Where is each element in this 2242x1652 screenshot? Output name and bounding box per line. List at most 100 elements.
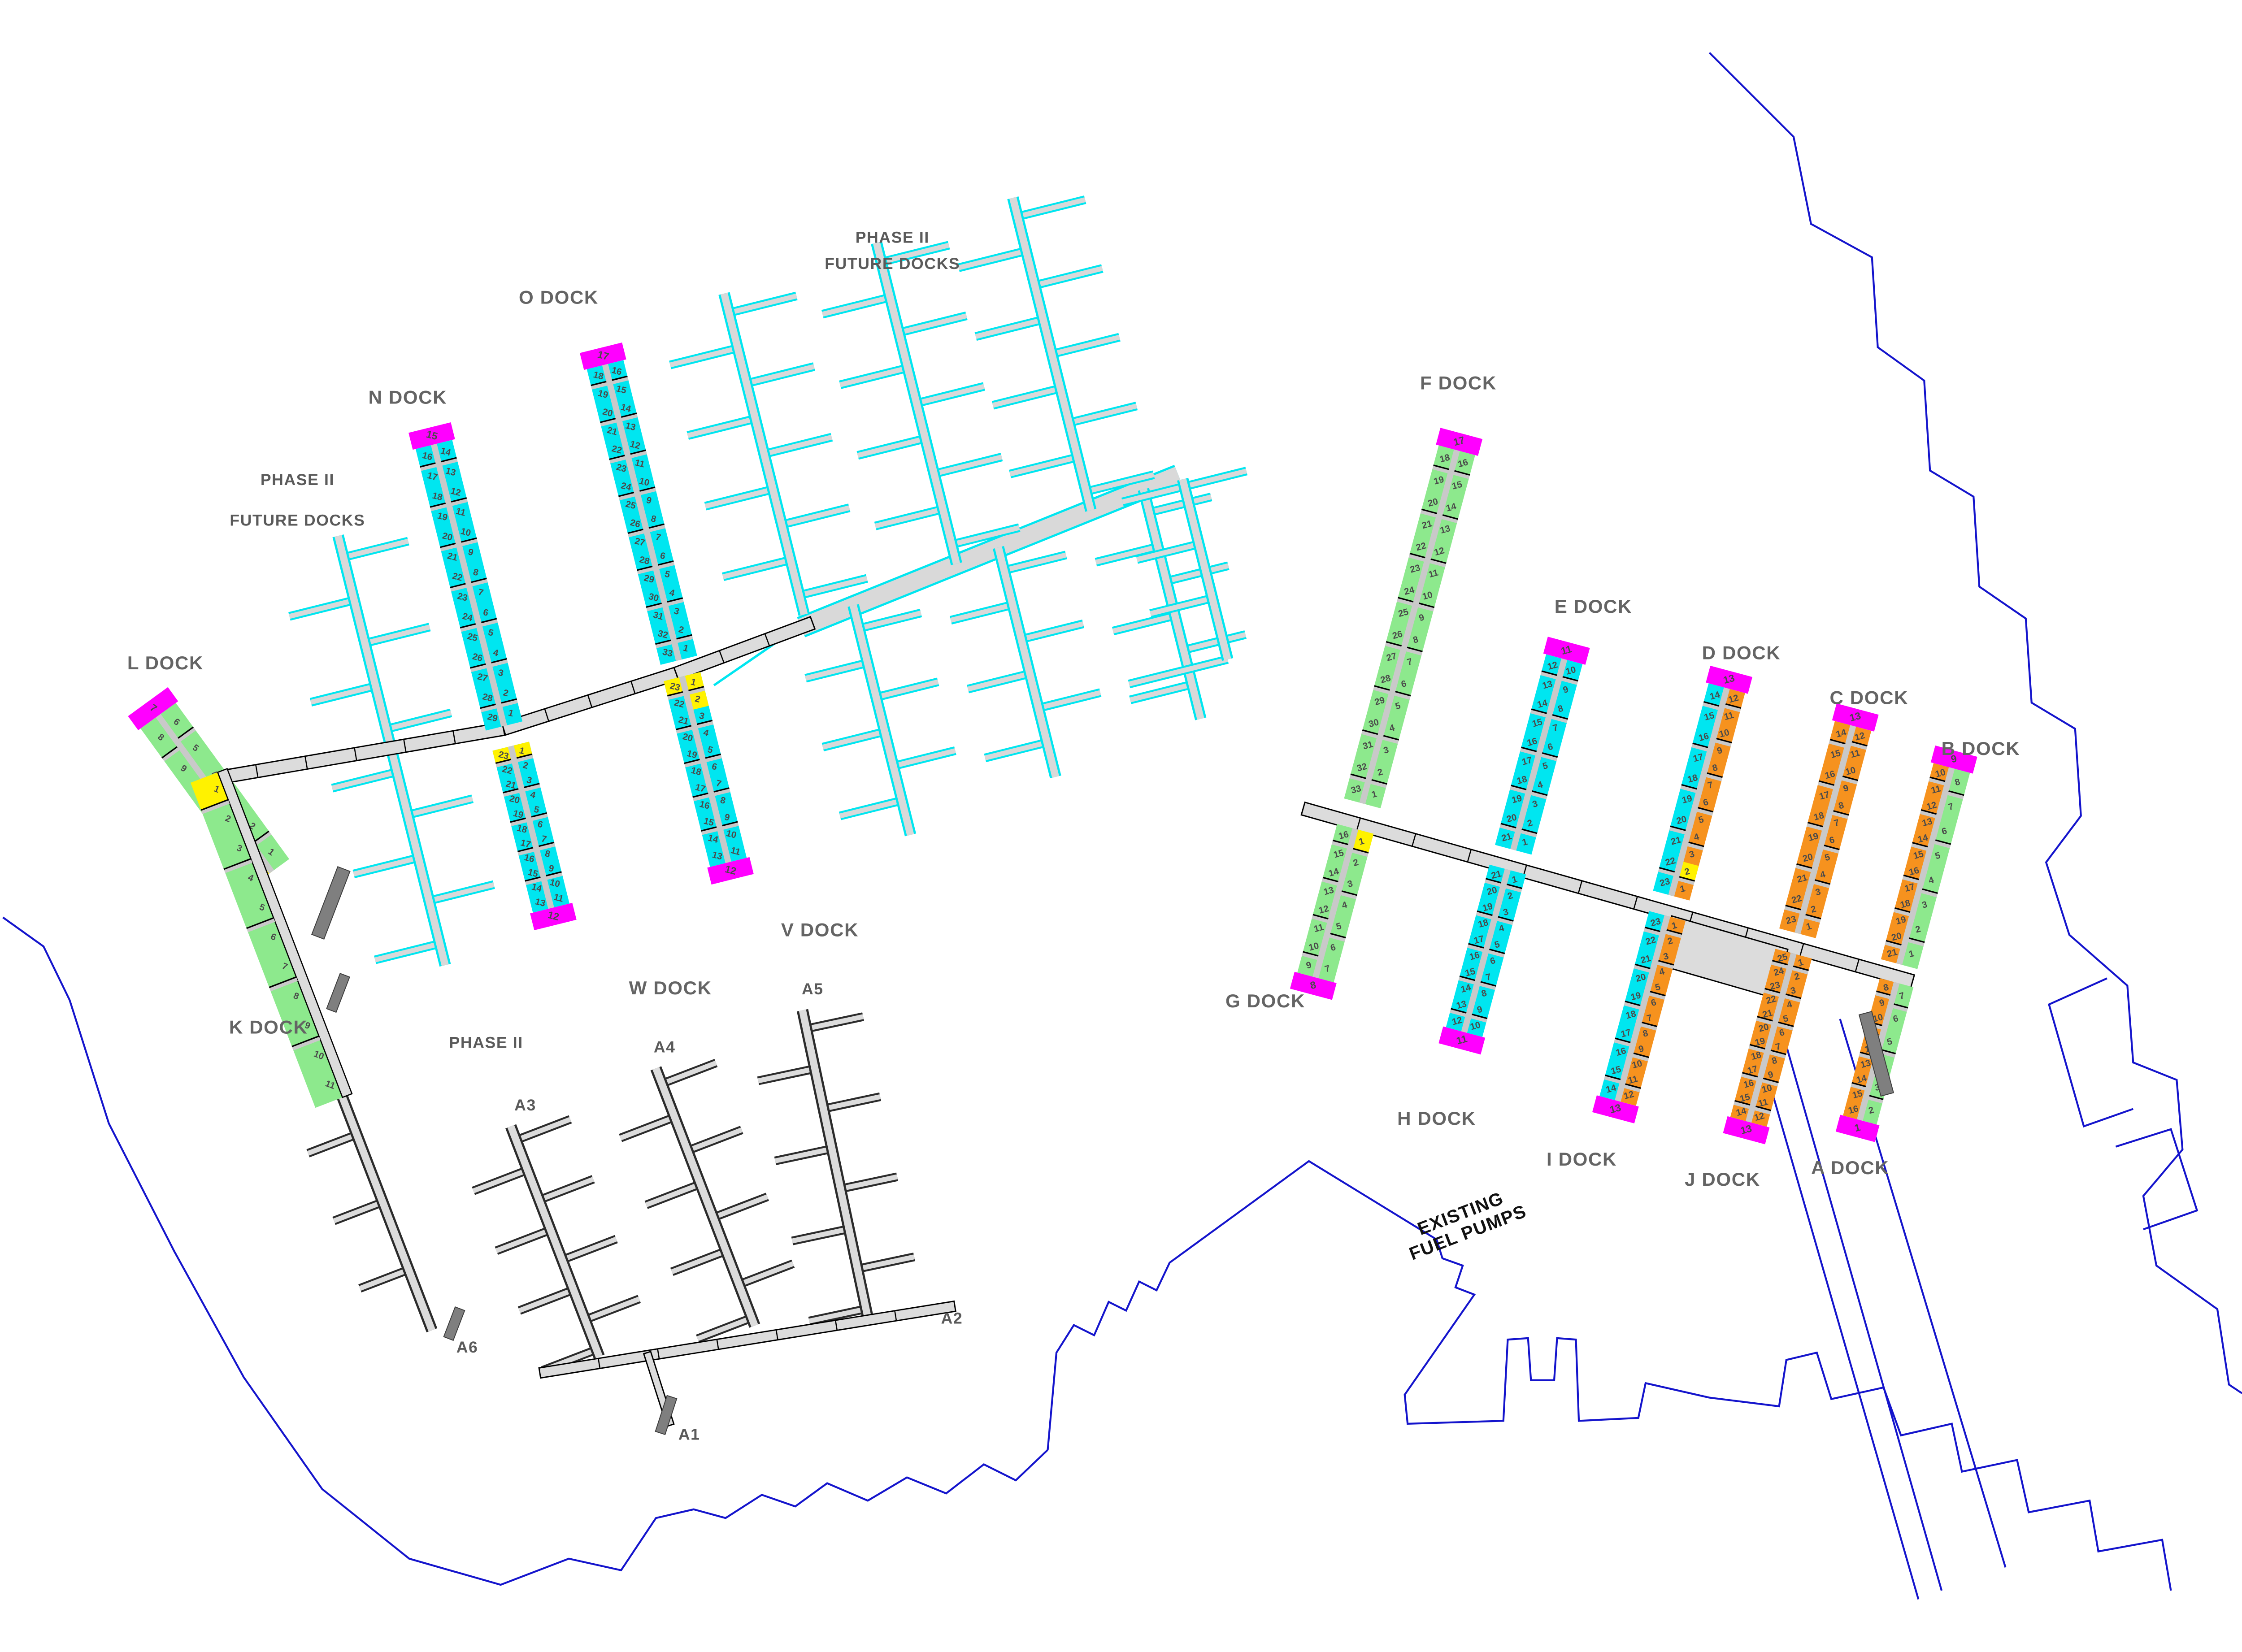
finger-divider bbox=[1935, 839, 1951, 845]
finger-pier bbox=[307, 1132, 358, 1156]
finger-divider bbox=[1497, 917, 1514, 925]
end-tie-slip[interactable] bbox=[1706, 665, 1753, 694]
label-v-dock: V DOCK bbox=[781, 919, 859, 940]
end-tie-slip[interactable] bbox=[1438, 1026, 1486, 1055]
dock-spine[interactable] bbox=[1745, 953, 1797, 1123]
finger-divider bbox=[627, 529, 643, 534]
dock-spine[interactable] bbox=[508, 745, 554, 909]
slip-number: 6 bbox=[1330, 942, 1337, 953]
finger-pier bbox=[916, 384, 985, 406]
walkway-2[interactable] bbox=[538, 1300, 956, 1379]
future-comb-4 bbox=[804, 604, 956, 837]
finger-pier bbox=[806, 1014, 864, 1032]
end-tie-slip[interactable] bbox=[1592, 1095, 1639, 1123]
dock-spine[interactable] bbox=[1359, 449, 1460, 804]
slip-number: 7 bbox=[1707, 780, 1714, 791]
dock-spine[interactable] bbox=[1615, 915, 1671, 1102]
slip-number: 5 bbox=[533, 805, 540, 815]
end-tie-slip[interactable] bbox=[1930, 745, 1977, 774]
finger-divider bbox=[1459, 975, 1475, 981]
slip-number: 19 bbox=[686, 749, 698, 761]
finger-divider bbox=[676, 726, 692, 734]
dock-f[interactable]: 1819202122232425262728293031323316151413… bbox=[1344, 428, 1483, 808]
slip-area-starboard[interactable] bbox=[682, 672, 747, 863]
end-tie-slip[interactable] bbox=[1290, 971, 1337, 1000]
highlighted-slip[interactable] bbox=[191, 772, 229, 812]
slip-area-starboard[interactable] bbox=[605, 360, 697, 660]
end-tie-slip[interactable] bbox=[1835, 1114, 1880, 1142]
dock-n[interactable]: 1617181920212223242526272829141312111098… bbox=[408, 422, 523, 731]
end-tie-slip[interactable] bbox=[580, 342, 626, 370]
end-tie-slip[interactable] bbox=[408, 422, 455, 450]
dock-spine[interactable] bbox=[1896, 767, 1955, 965]
dock-spine[interactable] bbox=[1794, 725, 1856, 934]
slip-area-port[interactable] bbox=[587, 364, 679, 665]
slip-area-starboard[interactable] bbox=[1315, 828, 1374, 983]
dock-spine[interactable] bbox=[602, 364, 682, 661]
dock-spine[interactable] bbox=[431, 443, 507, 727]
finger-divider bbox=[1881, 1049, 1896, 1054]
slip-number: 30 bbox=[647, 592, 660, 604]
label-phase: A1 bbox=[678, 1425, 700, 1443]
finger-divider bbox=[628, 529, 644, 538]
slip-area-port[interactable] bbox=[664, 676, 729, 867]
slip-number: 2 bbox=[522, 760, 529, 771]
walkway-0[interactable] bbox=[205, 616, 816, 787]
slip-area-port[interactable] bbox=[1344, 445, 1457, 804]
dock-spine[interactable] bbox=[1312, 828, 1359, 979]
end-tie-slip[interactable] bbox=[1543, 637, 1590, 665]
finger-divider bbox=[1851, 1083, 1866, 1091]
pier-spine bbox=[850, 604, 914, 836]
dock-j[interactable]: 2524232221201918171615141234567891011121… bbox=[1723, 949, 1812, 1145]
finger-divider bbox=[697, 720, 714, 728]
slip-area-starboard[interactable] bbox=[511, 741, 570, 908]
finger-divider bbox=[1330, 932, 1346, 939]
end-tie-slip[interactable] bbox=[1436, 428, 1483, 456]
walkway-joint bbox=[452, 730, 456, 744]
finger-divider bbox=[621, 413, 638, 421]
slip-number: 12 bbox=[449, 486, 461, 498]
slip-area-port[interactable] bbox=[1297, 824, 1356, 978]
end-tie-slip[interactable] bbox=[530, 902, 577, 931]
dock-a[interactable]: 89101112131415167654321 bbox=[1835, 978, 1914, 1142]
finger-pier bbox=[289, 598, 355, 619]
slip-number: 31 bbox=[652, 610, 664, 622]
finger-divider bbox=[1649, 992, 1666, 1000]
end-tie-slip[interactable] bbox=[128, 687, 178, 730]
finger-pier bbox=[874, 507, 944, 529]
finger-divider bbox=[1902, 876, 1919, 884]
end-tie-slip[interactable] bbox=[1723, 1116, 1770, 1145]
slip-number: 23 bbox=[615, 462, 627, 474]
slip-area-starboard[interactable] bbox=[1362, 450, 1475, 808]
slip-number: 8 bbox=[719, 795, 726, 806]
walkway-segment[interactable] bbox=[673, 616, 816, 681]
finger-divider bbox=[1911, 843, 1928, 851]
dock-spine[interactable] bbox=[1461, 868, 1511, 1033]
slip-number: 15 bbox=[615, 384, 627, 396]
end-tie-slip[interactable] bbox=[707, 857, 754, 885]
dock-o[interactable]: 1819202122232425262728293031323316151413… bbox=[580, 342, 697, 665]
dock-spine[interactable] bbox=[1668, 687, 1730, 897]
dock-walkway[interactable] bbox=[217, 767, 353, 1098]
finger-divider bbox=[420, 462, 436, 468]
slip-area[interactable] bbox=[191, 772, 343, 1108]
end-tie-slip[interactable] bbox=[1832, 703, 1879, 732]
dock-spine[interactable] bbox=[1510, 658, 1568, 851]
future-comb-0 bbox=[288, 534, 495, 967]
finger-divider bbox=[491, 659, 508, 667]
slip-area-starboard[interactable] bbox=[1899, 768, 1970, 969]
slip-number: 21 bbox=[505, 779, 517, 791]
dock-spine[interactable] bbox=[679, 676, 731, 863]
slip-area-port[interactable] bbox=[492, 746, 552, 913]
walkway-segment[interactable] bbox=[538, 1300, 956, 1379]
